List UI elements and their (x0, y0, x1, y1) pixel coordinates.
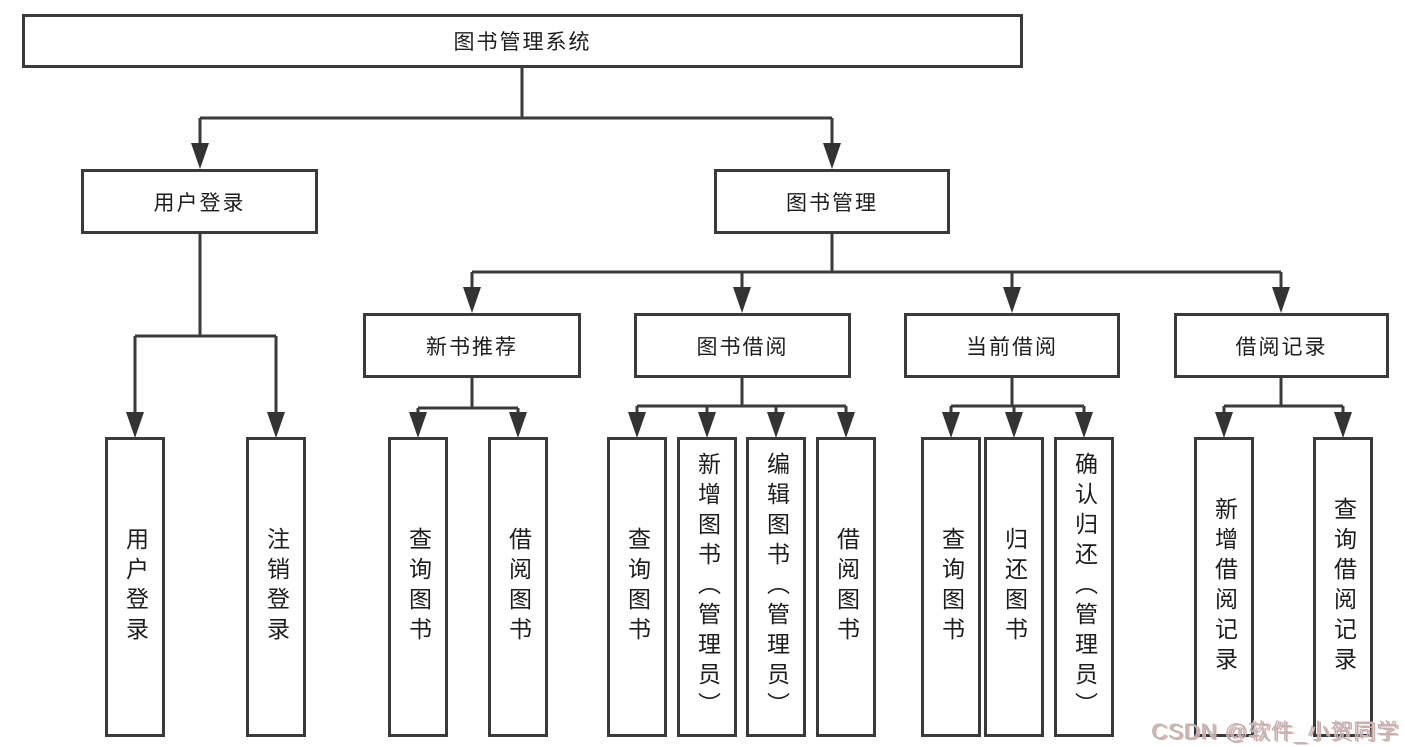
node-leaf-query-books-borrow: 查询图书 (607, 437, 667, 737)
node-leaf-user-login: 用户登录 (105, 437, 165, 737)
node-leaf-logout: 注销登录 (246, 437, 306, 737)
node-library-management-system: 图书管理系统 (22, 14, 1023, 68)
arrowheads-currentborrow (942, 412, 1093, 438)
node-current-borrowing: 当前借阅 (904, 313, 1120, 378)
connector-borrowrecords-to-leaves (1222, 378, 1345, 418)
arrowheads-level2 (191, 143, 841, 169)
node-leaf-borrow-books-rec: 借阅图书 (488, 437, 548, 737)
node-book-borrowing: 图书借阅 (634, 313, 851, 378)
node-leaf-add-borrow-record: 新增借阅记录 (1194, 437, 1254, 737)
node-leaf-return-books: 归还图书 (984, 437, 1044, 737)
node-new-book-recommendation: 新书推荐 (363, 313, 581, 378)
node-leaf-add-books-admin: 新增图书（管理员） (677, 437, 737, 737)
connector-root-to-level2 (198, 68, 834, 150)
node-book-management: 图书管理 (714, 169, 950, 234)
connector-newbookrec-to-leaves (416, 378, 520, 418)
node-borrowing-records: 借阅记录 (1174, 313, 1389, 378)
arrowheads-newbookrec (409, 412, 527, 438)
arrowheads-bookborrow (628, 412, 855, 438)
connector-bookborrow-to-leaves (635, 378, 848, 418)
connector-userlogin-to-leaves (133, 234, 278, 418)
node-leaf-confirm-return-admin: 确认归还（管理员） (1054, 437, 1114, 737)
arrowheads-level3 (463, 287, 1290, 313)
arrowheads-borrowrecords (1215, 412, 1352, 438)
node-leaf-borrow-books: 借阅图书 (816, 437, 876, 737)
node-leaf-edit-books-admin: 编辑图书（管理员） (746, 437, 806, 737)
node-leaf-query-books-current: 查询图书 (921, 437, 981, 737)
node-user-login-group: 用户登录 (81, 169, 318, 234)
arrowheads-userlogin (126, 412, 285, 438)
node-leaf-query-books-rec: 查询图书 (388, 437, 448, 737)
connector-currentborrow-to-leaves (949, 378, 1086, 418)
node-leaf-query-borrow-record: 查询借阅记录 (1313, 437, 1373, 737)
csdn-watermark: CSDN @软件_小贺同学 (1150, 719, 1399, 744)
connector-bookmgmt-to-level3 (470, 234, 1283, 290)
